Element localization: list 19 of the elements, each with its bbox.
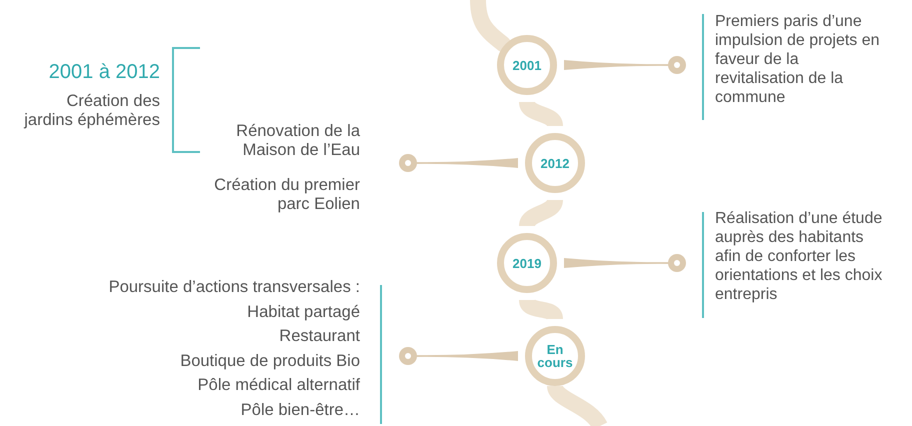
milestone-text: Poursuite d’actions transversales :	[108, 278, 360, 297]
year-circle: 2001	[497, 35, 557, 95]
year-circle: 2012	[525, 133, 585, 193]
road-connector	[519, 298, 563, 320]
road-connector	[519, 198, 563, 228]
milestone-text: Rénovation de la Maison de l’Eau	[235, 122, 360, 160]
period-text: Création des jardins éphémères	[22, 92, 160, 130]
milestone-text: Pôle médical alternatif	[196, 376, 360, 395]
milestone-text: Pôle bien-être…	[240, 400, 360, 420]
milestone-text: Réalisation d’une étude auprès des habitants afin de conforter les orientations et les choix entrepris	[715, 209, 884, 304]
road-connector	[519, 100, 563, 128]
milestone-text: Restaurant	[278, 327, 360, 346]
milestone-text: Premiers paris d’une impulsion de projets en faveur de la revitalisation de la commune	[715, 12, 880, 107]
year-circle: En cours	[525, 326, 585, 386]
period-heading: 2001 à 2012	[48, 60, 160, 84]
milestone-text: Création du premier parc Eolien	[213, 176, 360, 214]
milestone-text: Boutique de produits Bio	[179, 352, 360, 370]
milestone-text: Habitat partagé	[246, 302, 360, 322]
year-circle: 2019	[497, 233, 557, 293]
